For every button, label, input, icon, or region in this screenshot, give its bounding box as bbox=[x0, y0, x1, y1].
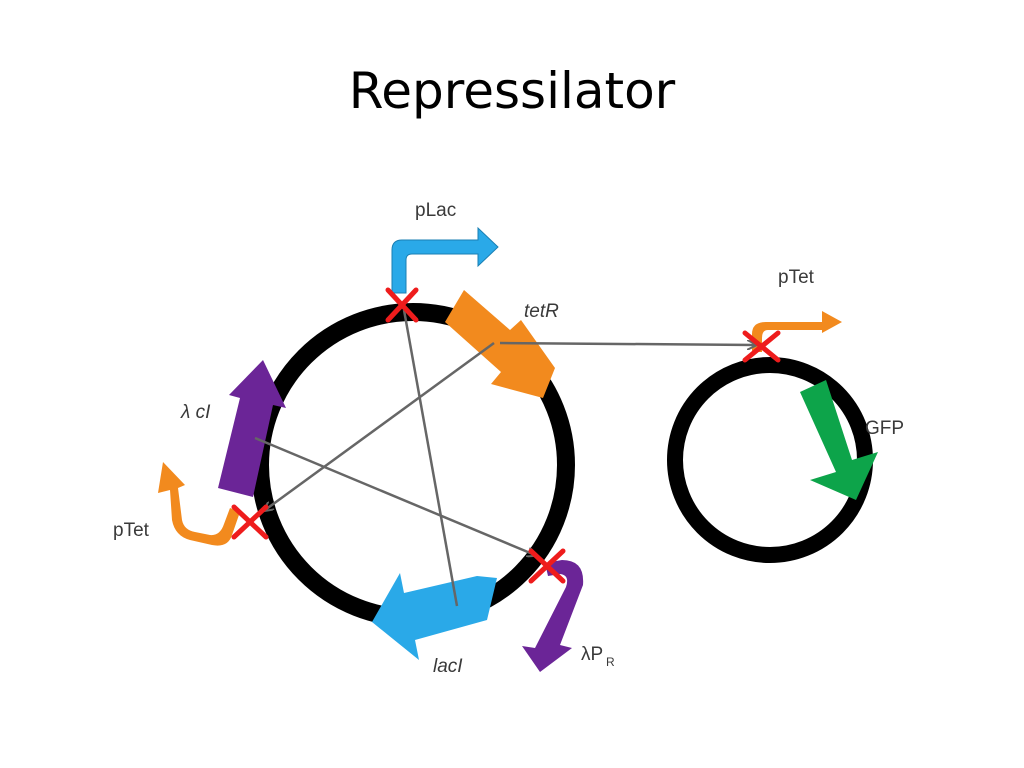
tetr-to-ptet-reporter-arrow bbox=[499, 343, 755, 345]
lambda-ci-to-lambda-pr-arrow bbox=[254, 436, 535, 555]
repression-x-ptet-left-icon bbox=[231, 504, 269, 540]
lambda-pr-promoter-icon bbox=[522, 560, 584, 672]
ptet-left-label: pTet bbox=[113, 520, 150, 541]
repression-x-plac-icon bbox=[385, 287, 419, 323]
laci-to-plac-arrow bbox=[402, 309, 459, 607]
lambda-pr-subscript: R bbox=[606, 655, 615, 669]
laci-label: lacI bbox=[433, 656, 463, 677]
laci-gene-icon bbox=[372, 573, 497, 660]
ptet-left-promoter-icon bbox=[158, 462, 240, 546]
gfp-gene-icon bbox=[800, 380, 878, 500]
slide-title: Repressilator bbox=[348, 62, 676, 120]
lambda-pr-label: λP bbox=[581, 644, 603, 665]
lambda-ci-gene-icon bbox=[218, 360, 286, 497]
plac-promoter-icon bbox=[391, 226, 499, 294]
lambda-ci-label: λ cI bbox=[180, 402, 211, 423]
repression-x-ptet-reporter-icon bbox=[742, 330, 781, 363]
tetr-label: tetR bbox=[524, 301, 559, 322]
plac-label: pLac bbox=[415, 200, 456, 221]
repression-x-lambda-pr-icon bbox=[528, 548, 566, 584]
tetr-to-ptet-left-arrow bbox=[265, 341, 495, 510]
ptet-right-label: pTet bbox=[778, 267, 815, 288]
gfp-label: GFP bbox=[865, 418, 904, 439]
